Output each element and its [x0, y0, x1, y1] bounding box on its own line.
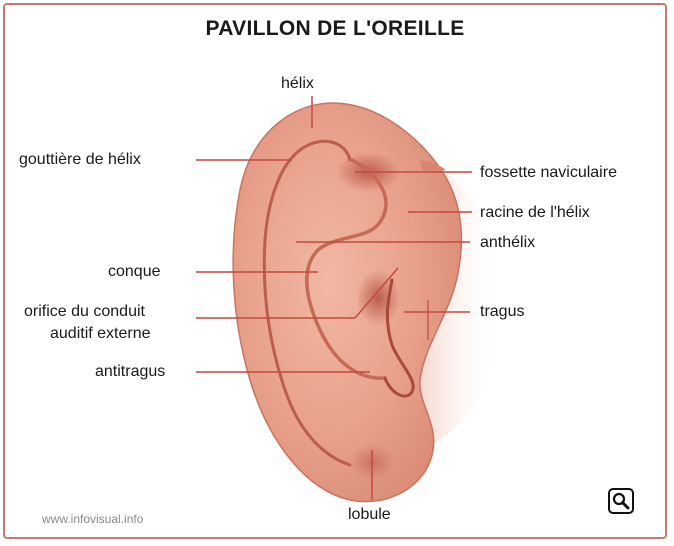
- label-orifice-line2: auditif externe: [50, 324, 151, 344]
- label-racine: racine de l'hélix: [480, 203, 590, 223]
- label-anthelix: anthélix: [480, 233, 535, 253]
- conque-shadow: [356, 270, 400, 326]
- label-tragus: tragus: [480, 302, 524, 322]
- label-orifice-line1: orifice du conduit: [24, 302, 145, 322]
- zoom-button[interactable]: [608, 488, 634, 514]
- label-lobule: lobule: [348, 505, 391, 525]
- credit-text: www.infovisual.info: [42, 512, 143, 526]
- label-fossette: fossette naviculaire: [480, 163, 617, 183]
- label-antitragus: antitragus: [95, 362, 165, 382]
- label-conque: conque: [108, 262, 161, 282]
- label-gouttiere: gouttière de hélix: [19, 150, 141, 170]
- magnifier-icon: [610, 490, 632, 512]
- label-helix: hélix: [281, 74, 314, 94]
